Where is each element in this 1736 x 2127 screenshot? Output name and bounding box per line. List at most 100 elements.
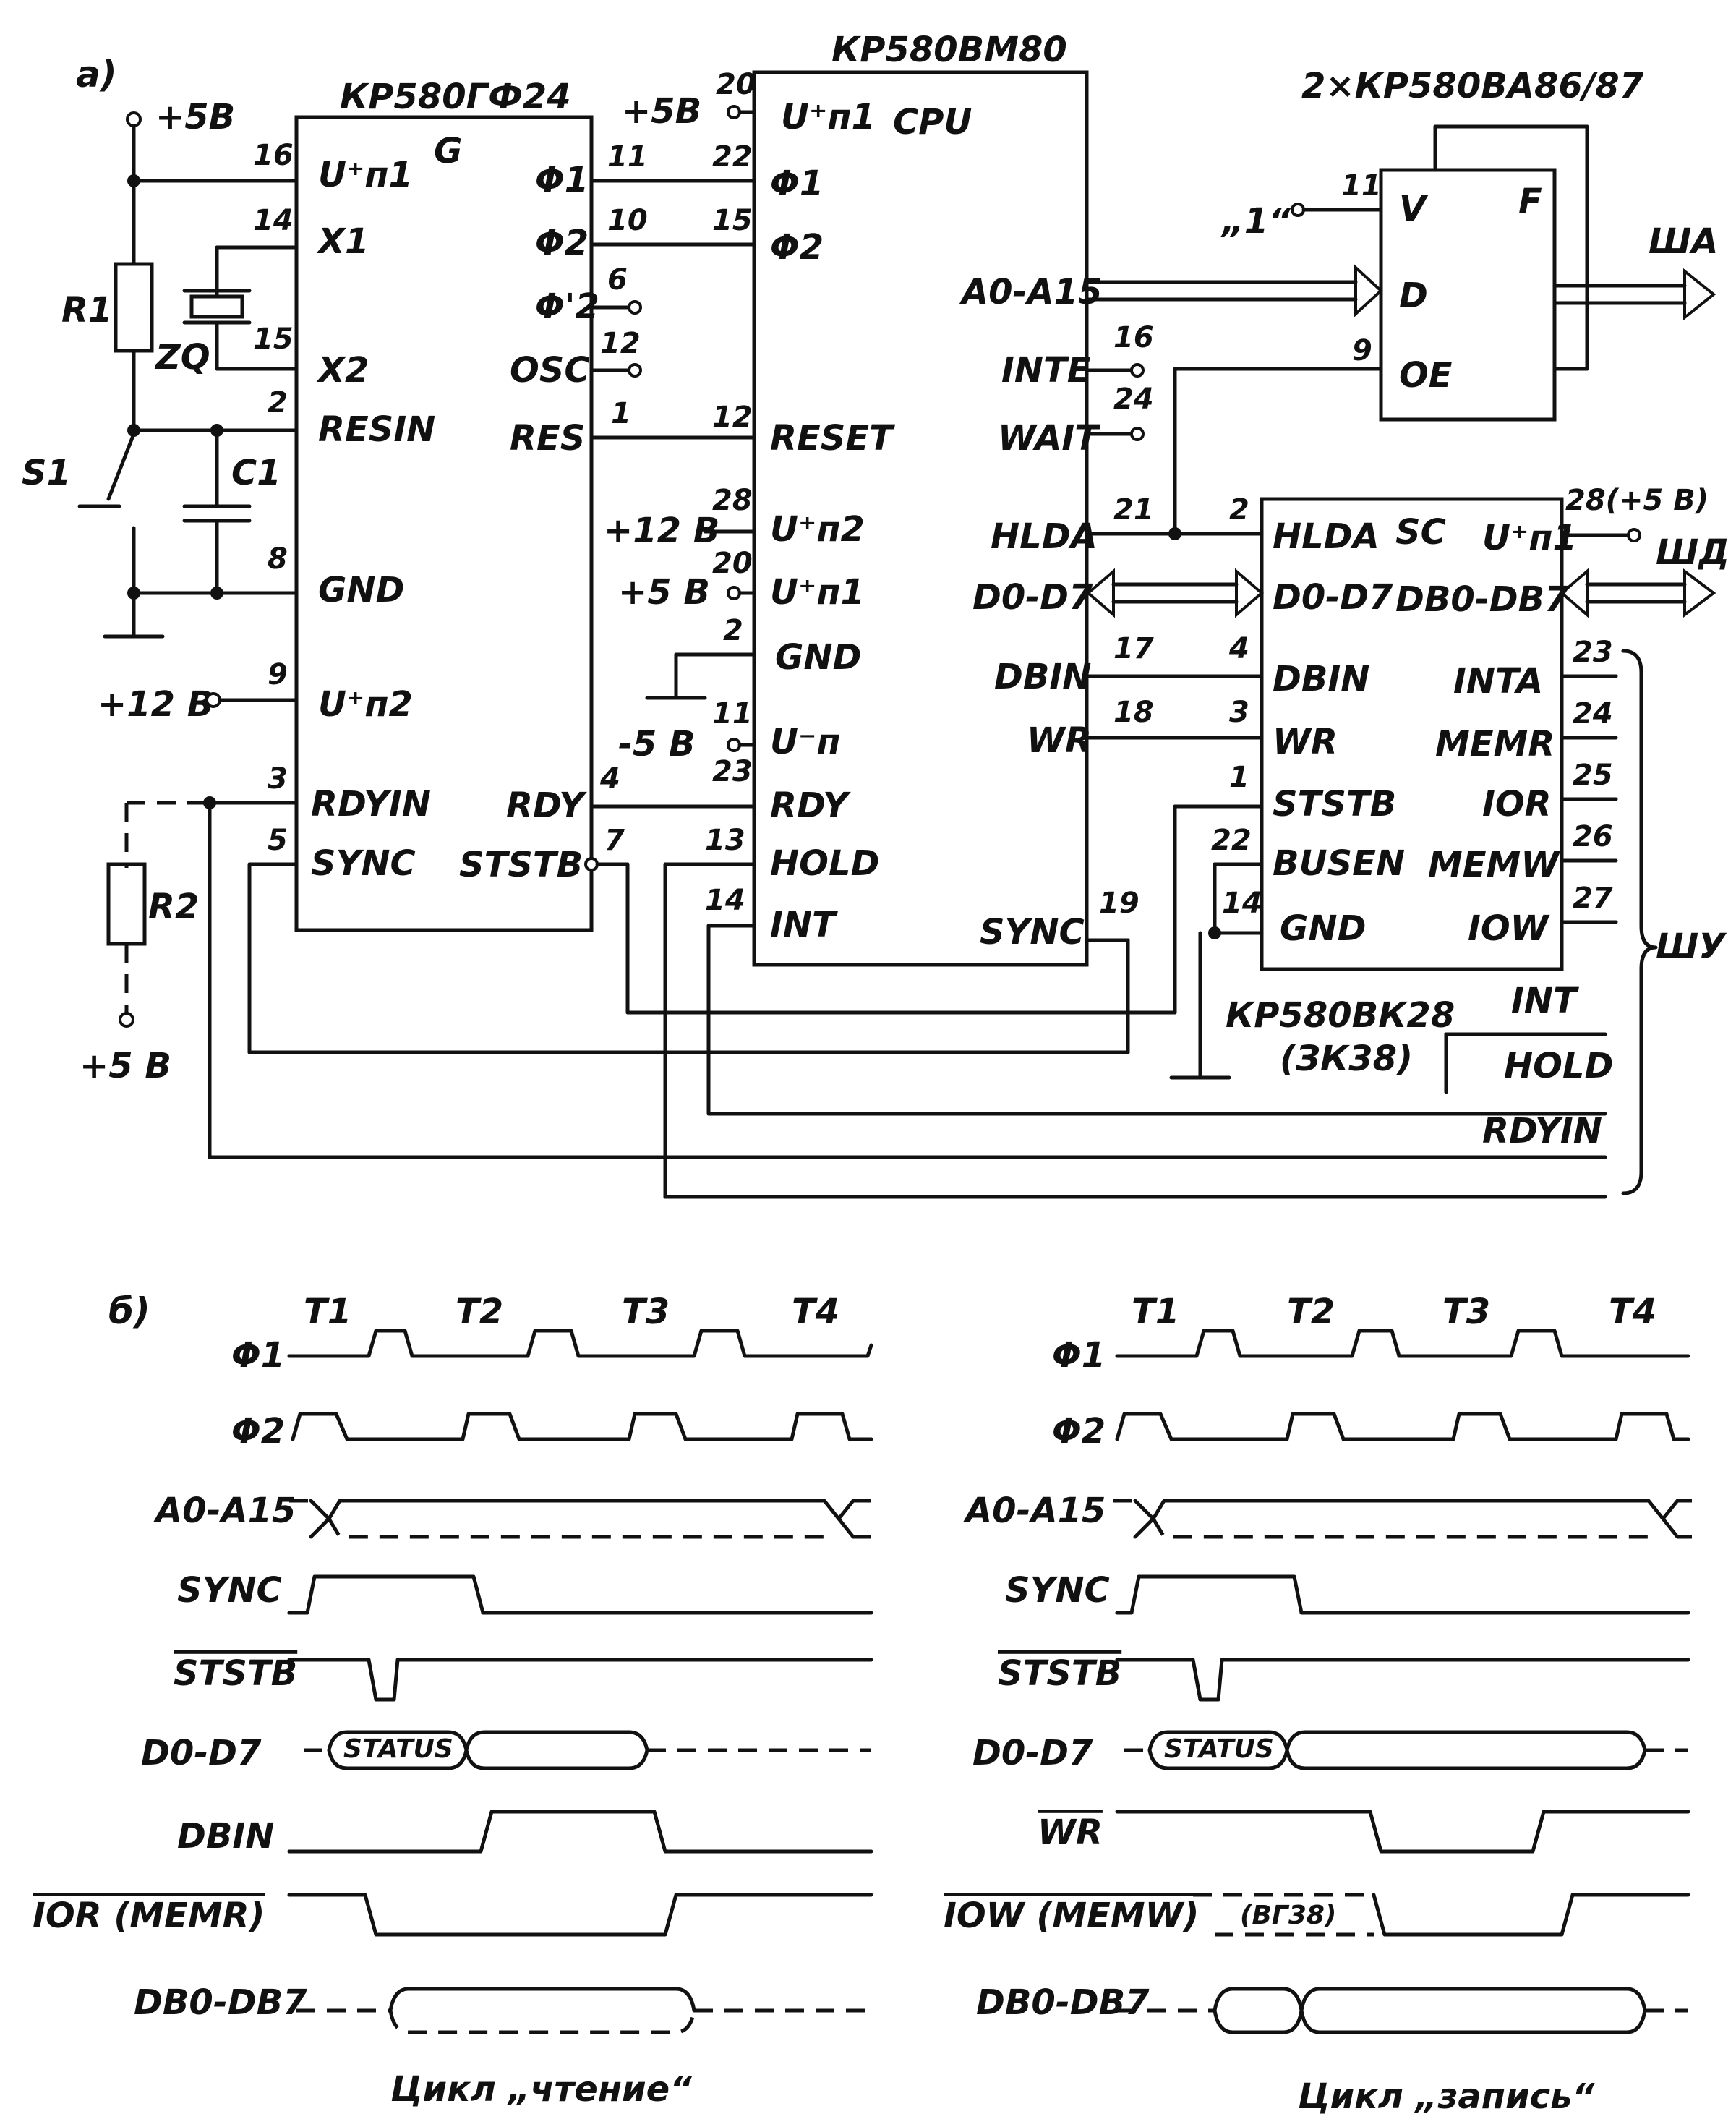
cpu-supply-5v-top: +5В <box>622 91 701 132</box>
sc-pin-ststb: STSTB <box>1273 784 1396 824</box>
cg-pin-sync: SYNC <box>311 843 416 884</box>
cpu-box <box>752 70 1089 967</box>
supply-5v-top-label: +5В <box>155 97 235 137</box>
write-state-t1: T1 <box>1132 1292 1179 1332</box>
sc-pin-num-1: 1 <box>1229 761 1249 794</box>
read-sig-db0-db7: DB0-DB7 <box>134 1982 307 2023</box>
write-signal-names: Φ1 Φ2 A0-A15 SYNC STSTB D0-D7 WR IOW (ME… <box>944 1335 1199 2023</box>
write-cycle-caption: Цикл „запись“ <box>1298 2076 1595 2117</box>
cpu-supply-minus5v: -5 В <box>618 724 696 764</box>
write-sig-ststb: STSTB <box>998 1653 1121 1694</box>
cg-pin-phi1: Φ1 <box>535 160 589 200</box>
supply-12v-label: +12 В <box>98 684 213 725</box>
read-state-labels: T1 T2 T3 T4 <box>304 1292 839 1332</box>
write-sig-db0-db7: DB0-DB7 <box>976 1982 1150 2023</box>
sc-pin-inta: INTA <box>1453 661 1543 702</box>
read-state-t2: T2 <box>456 1292 503 1332</box>
cpu-pin-num-23: 23 <box>712 755 753 788</box>
sc-pin-num-27: 27 <box>1573 882 1613 915</box>
cg-pin-phi2-prime: Φ'2 <box>535 286 599 327</box>
r2-resistor <box>106 862 147 946</box>
sc-pin-num-14: 14 <box>1222 887 1262 920</box>
clock-generator-box <box>294 115 594 932</box>
cpu-pin-hold: HOLD <box>770 843 879 884</box>
read-sig-phi1: Φ1 <box>231 1335 285 1376</box>
part-a-wiring <box>77 105 1716 1199</box>
s1-label: S1 <box>22 453 71 493</box>
cpu-pin-num-17: 17 <box>1113 632 1154 665</box>
sc-pin-upn1: U⁺п1 <box>1482 518 1577 558</box>
cg-pin-rdyin: RDYIN <box>311 784 431 824</box>
cpu-pin-inte: INTE <box>1001 350 1091 391</box>
return-hold-label: HOLD <box>1504 1046 1613 1086</box>
cpu-pin-num-16: 16 <box>1113 321 1154 354</box>
cg-pin-num-2: 2 <box>268 386 288 419</box>
r2-label: R2 <box>148 887 199 927</box>
write-sig-iow-memw: IOW (MEMW) <box>944 1896 1199 1936</box>
cpu-pin-sync: SYNC <box>980 912 1085 952</box>
cg-pin-resin: RESIN <box>318 409 435 450</box>
read-sig-phi2: Φ2 <box>231 1411 285 1452</box>
write-vg38-note: (ВГ38) <box>1240 1901 1336 1930</box>
cpu-pin-int: INT <box>770 905 838 945</box>
buffer-one-input: „1“ <box>1220 201 1291 242</box>
read-state-t4: T4 <box>792 1292 839 1332</box>
address-buffer-box <box>1379 168 1557 422</box>
buffer-pin-num-11: 11 <box>1341 169 1382 203</box>
system-controller-box <box>1260 497 1564 971</box>
clock-gen-right-pins: Φ1 11 Φ2 10 Φ'2 6 OSC 12 RES 1 RDY 4 STS… <box>459 140 648 885</box>
cpu-pin-wr: WR <box>1027 720 1092 761</box>
system-controller-title: КР580ВК28 <box>1226 995 1455 1036</box>
cpu-pin-num-18: 18 <box>1113 696 1154 729</box>
cg-pin-num-11: 11 <box>607 140 648 174</box>
cg-pin-num-5: 5 <box>268 824 288 857</box>
buffer-pin-d: D <box>1399 276 1428 316</box>
cpu-pin-upn2: U⁺п2 <box>770 509 865 550</box>
buffer-pin-v: V <box>1399 189 1429 229</box>
cpu-pin-num-20a: 20 <box>716 68 756 101</box>
cpu-pin-gnd: GND <box>775 637 861 678</box>
cpu-title: КР580ВМ80 <box>831 30 1067 70</box>
cpu-pin-a0-a15: A0-A15 <box>959 272 1102 312</box>
sc-pin-num-22: 22 <box>1211 824 1252 857</box>
sc-pin-num-24: 24 <box>1573 697 1613 730</box>
system-controller-sub: SC <box>1395 512 1446 553</box>
s1-switch <box>106 432 136 501</box>
read-signal-names: Φ1 Φ2 A0-A15 SYNC STSTB D0-D7 DBIN IOR (… <box>33 1335 307 2023</box>
read-sig-a0-a15: A0-A15 <box>153 1491 296 1531</box>
cg-pin-upn1: U⁺п1 <box>318 155 413 195</box>
part-a-label: a) <box>76 54 117 95</box>
cpu-pin-un: U⁻п <box>770 722 840 762</box>
cg-pin-num-9: 9 <box>268 658 288 691</box>
return-int-label: INT <box>1511 981 1579 1021</box>
sc-pin-num-3: 3 <box>1229 696 1249 729</box>
read-sig-ststb: STSTB <box>174 1653 297 1694</box>
cpu-pin-num-19: 19 <box>1099 887 1139 920</box>
sc-pin-num-23: 23 <box>1573 636 1613 669</box>
cg-pin-x2: X2 <box>316 350 369 391</box>
cpu-right-pins: A0-A15 16 INTE 24 WAIT 21 HLDA D0-D7 17 … <box>959 272 1154 952</box>
supply-5v-bottom-label: +5 В <box>80 1046 171 1086</box>
read-status-tag: STATUS <box>343 1734 453 1764</box>
sc-pin-num-26: 26 <box>1573 820 1613 853</box>
sc-pin-num-25: 25 <box>1573 759 1613 792</box>
system-controller-alt: (ЗК38) <box>1280 1039 1413 1079</box>
cg-pin-num-14: 14 <box>253 204 294 237</box>
read-state-t3: T3 <box>622 1292 670 1332</box>
cpu-pin-d0-d7: D0-D7 <box>972 577 1093 618</box>
read-sig-ior-memr: IOR (MEMR) <box>33 1896 265 1936</box>
cg-pin-num-16: 16 <box>253 139 294 172</box>
sc-pin-iow: IOW <box>1468 908 1550 949</box>
sc-pin-hlda: HLDA <box>1273 516 1380 557</box>
read-sig-sync: SYNC <box>177 1570 282 1611</box>
read-sig-dbin: DBIN <box>177 1816 274 1857</box>
cpu-pin-upn1-b: U⁺п1 <box>770 572 865 613</box>
xtal-label: ZQ <box>154 337 210 378</box>
cg-pin-rdy: RDY <box>506 785 587 826</box>
cg-pin-res: RES <box>510 418 585 459</box>
c1-label: C1 <box>231 453 281 493</box>
cpu-pin-wait: WAIT <box>998 418 1100 459</box>
return-rdyin-label: RDYIN <box>1482 1111 1602 1151</box>
buffer-pin-f: F <box>1518 182 1542 222</box>
cg-pin-num-6: 6 <box>607 263 628 297</box>
